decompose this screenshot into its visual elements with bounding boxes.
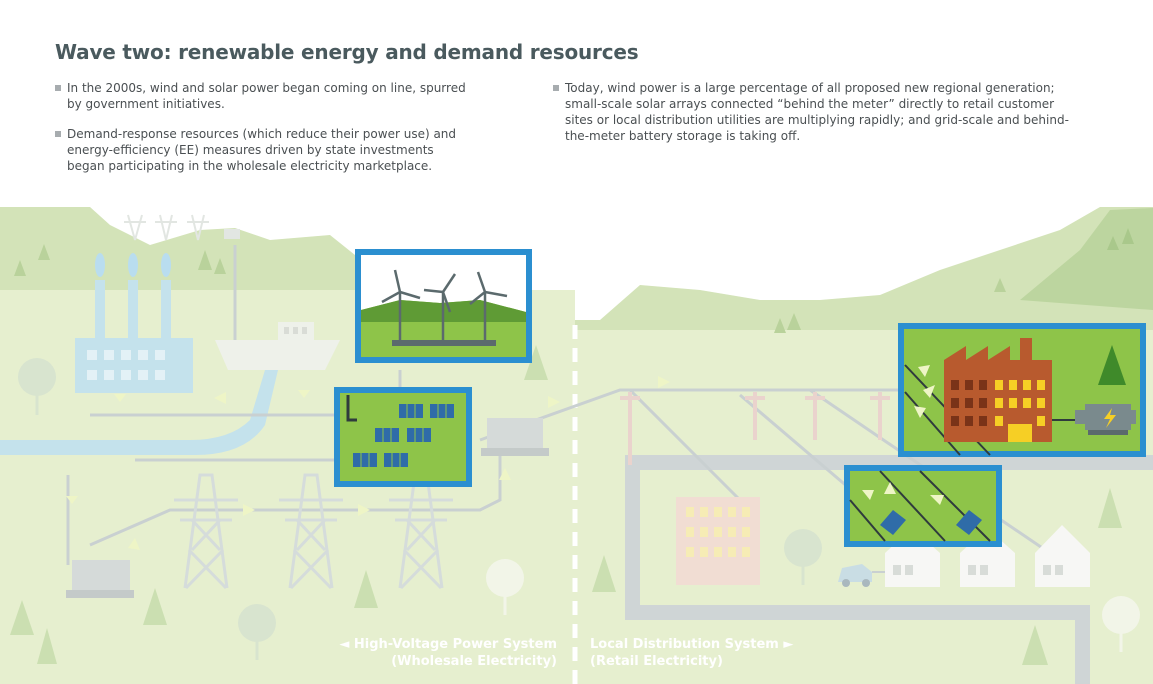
wind-turbine-icon [423,273,457,345]
bullet-item: In the 2000s, wind and solar power began… [55,80,475,112]
pine-tree-icon [214,258,226,274]
flame-icon [95,253,105,277]
arrow-icon [548,396,560,408]
bullet-item: Demand-response resources (which reduce … [55,126,475,174]
pine-tree-icon [774,318,786,333]
arrow-icon [499,468,511,480]
flame-icon [161,253,171,277]
electric-car-icon [838,564,885,587]
arrow-icon [923,385,935,398]
solar-farm-highlight [334,387,472,487]
substation-icon [487,418,543,450]
pine-tree-icon [524,345,548,380]
pine-tree-icon [1098,488,1122,528]
right-dark-hill [1020,208,1153,310]
arrow-icon [862,490,874,500]
arrow-icon [884,482,896,494]
page-title: Wave two: renewable energy and demand re… [55,40,639,64]
pine-tree-icon [1098,345,1126,385]
wholesale-system-label: ◄ High-Voltage Power System (Wholesale E… [339,636,557,670]
pylon-icon [174,473,238,590]
wind-turbine-icon [381,269,421,345]
battery-storage-icon [1075,404,1136,435]
transmission-towers [174,473,453,590]
arrow-icon [114,394,126,402]
dam [215,322,340,370]
retail-label-line1: Local Distribution System ► [590,637,794,652]
arrow-icon [658,376,670,388]
solar-panel-icon [353,404,454,467]
pylon-icon [279,473,343,590]
retail-system-label: Local Distribution System ► (Retail Elec… [590,636,793,670]
trees [10,228,1140,665]
arrow-icon [918,365,930,377]
substations [66,418,549,598]
substation-icon [72,560,130,592]
factory-storage-highlight [898,323,1146,457]
pine-tree-icon [1122,228,1134,244]
water-stream [0,370,278,455]
arrow-icon [128,538,140,550]
rooftop-solar-highlight [844,465,1002,547]
arrow-icon [358,504,370,516]
pine-tree-icon [37,628,57,664]
arrow-icon [914,406,926,418]
solar-panel-icon [880,510,982,535]
pine-tree-icon [787,313,801,330]
power-plant [75,253,193,393]
transmission-wires [66,245,1061,565]
retail-label-line2: (Retail Electricity) [590,654,723,669]
bullet-list-right: Today, wind power is a large percentage … [553,80,1073,158]
pine-tree-icon [14,260,26,276]
distribution-poles [620,392,890,465]
wind-turbine-icon [469,271,508,345]
flow-arrows [66,376,670,550]
arrow-icon [298,390,310,398]
arrow-icon [930,495,944,505]
arrow-icon [66,496,78,504]
wind-farm-highlight [355,249,532,363]
arrow-icon [214,392,226,404]
pine-tree-icon [994,278,1006,292]
wholesale-label-line2: (Wholesale Electricity) [391,654,557,669]
pine-tree-icon [38,244,50,260]
pine-tree-icon [1022,625,1048,665]
pine-tree-icon [1107,236,1119,250]
wholesale-label-line1: ◄ High-Voltage Power System [339,637,557,652]
arrow-icon [243,504,255,516]
bullet-list-left: In the 2000s, wind and solar power began… [55,80,475,188]
pine-tree-icon [198,250,212,270]
bullet-item: Today, wind power is a large percentage … [553,80,1073,144]
pine-tree-icon [354,570,378,608]
pine-tree-icon [592,555,616,592]
flame-icon [128,253,138,277]
distant-pylons [124,214,240,241]
pine-tree-icon [10,600,34,635]
pine-tree-icon [143,588,167,625]
